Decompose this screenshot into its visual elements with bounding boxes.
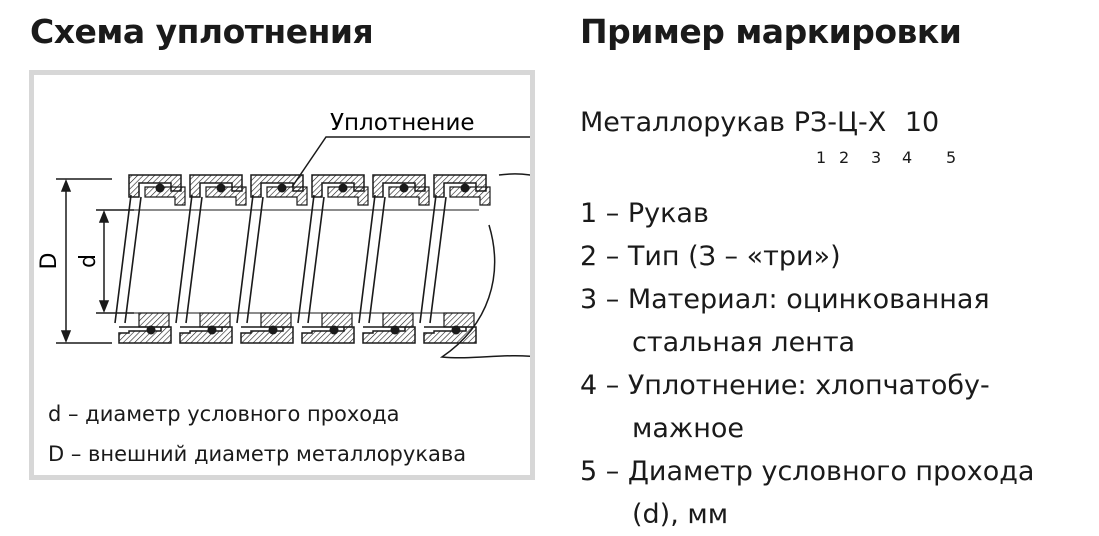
outer-diameter-dimension xyxy=(56,178,112,344)
top-lock-inner xyxy=(266,186,308,206)
bottom-lock-inner xyxy=(321,312,353,328)
corrugation-wall xyxy=(114,194,142,324)
seal-cord-top xyxy=(338,183,348,193)
seal-leader-line xyxy=(291,136,530,188)
marking-legend-list: 1 – Рукав 2 – Тип (З – «три») 3 – Матери… xyxy=(580,192,1034,536)
bottom-lock-profile xyxy=(179,326,233,344)
seal-cord-top xyxy=(460,183,470,193)
marking-digit: 3 xyxy=(871,148,882,167)
top-lock-profile xyxy=(250,174,304,198)
seal-cord-bottom xyxy=(146,325,156,335)
list-item: 1 – Рукав xyxy=(580,198,709,229)
bottom-lock-profile xyxy=(301,326,355,344)
top-lock-inner xyxy=(388,186,430,206)
list-item: 4 – Уплотнение: хлопчатобу-мажное xyxy=(580,370,990,444)
top-lock-inner xyxy=(327,186,369,206)
seal-cord-top xyxy=(155,183,165,193)
seal-cord-bottom xyxy=(268,325,278,335)
outer-diameter-label: D xyxy=(37,253,62,270)
corrugation-wall xyxy=(175,194,203,324)
hose-cross-section-diagram: D d Уплотнение xyxy=(37,110,530,359)
legend-outer-diameter: D – внешний диаметр металлорукава xyxy=(48,442,467,466)
marking-code: РЗ-Ц-Х xyxy=(793,107,887,138)
top-lock-inner xyxy=(205,186,247,206)
marking-size: 10 xyxy=(904,107,940,138)
corrugation-wall xyxy=(358,194,386,324)
inner-diameter-dimension xyxy=(96,209,134,314)
bottom-lock-inner xyxy=(443,312,475,328)
seal-diagram-frame: D d Уплотнение d – диаметр условного про… xyxy=(29,70,535,480)
marking-digit: 4 xyxy=(902,148,913,167)
seal-cord-top xyxy=(216,183,226,193)
bottom-lock-profile xyxy=(362,326,416,344)
top-lock-profile xyxy=(128,174,182,198)
legend-inner-diameter: d – диаметр условного прохода xyxy=(48,402,400,426)
bottom-lock-inner xyxy=(199,312,231,328)
top-lock-inner xyxy=(144,186,186,206)
hose-cut-curve xyxy=(439,224,530,359)
seal-scheme-title: Схема уплотнения xyxy=(30,12,374,51)
seal-cord-top xyxy=(399,183,409,193)
bottom-lock-profile xyxy=(118,326,172,344)
marking-digit: 5 xyxy=(946,148,957,167)
hose-profile xyxy=(114,173,530,359)
seal-cord-bottom xyxy=(451,325,461,335)
corrugation-wall xyxy=(419,194,447,324)
top-lock-profile xyxy=(311,174,365,198)
list-item: 5 – Диаметр условного прохода(d), мм xyxy=(580,456,1035,530)
bottom-lock-inner xyxy=(138,312,170,328)
bottom-lock-profile xyxy=(423,326,477,344)
top-lock-inner xyxy=(449,186,491,206)
seal-cord-bottom xyxy=(207,325,217,335)
marking-example: Металлорукав РЗ-Ц-Х 10 xyxy=(580,107,939,138)
inner-diameter-label: d xyxy=(76,254,101,268)
seal-cord-bottom xyxy=(390,325,400,335)
marking-prefix: Металлорукав xyxy=(580,107,786,138)
bottom-lock-inner xyxy=(382,312,414,328)
seal-label: Уплотнение xyxy=(330,110,475,136)
list-item: 2 – Тип (З – «три») xyxy=(580,241,841,272)
top-lock-profile xyxy=(189,174,243,198)
top-lock-profile xyxy=(433,174,487,198)
marking-digit: 1 xyxy=(816,148,827,167)
corrugation-wall xyxy=(236,194,264,324)
marking-example-title: Пример маркировки xyxy=(580,12,962,51)
seal-cord-bottom xyxy=(329,325,339,335)
corrugation-wall xyxy=(297,194,325,324)
seal-cord-top xyxy=(277,183,287,193)
marking-digit: 2 xyxy=(839,148,850,167)
top-lock-profile xyxy=(372,174,426,198)
hose-edge-curve xyxy=(498,173,530,176)
bottom-lock-inner xyxy=(260,312,292,328)
bottom-lock-profile xyxy=(240,326,294,344)
